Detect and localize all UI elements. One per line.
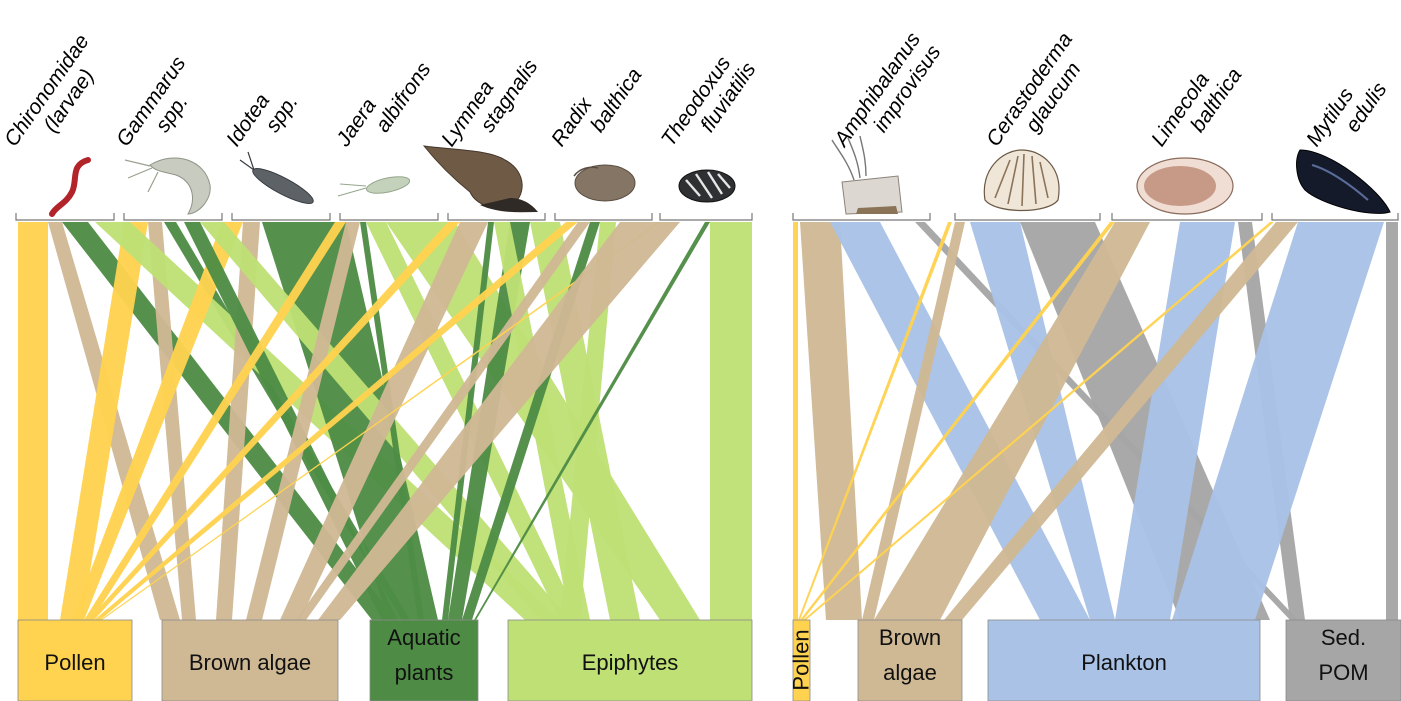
idotea-antennae (240, 152, 254, 170)
idotea-icon (240, 152, 317, 209)
consumer-bracket (555, 213, 652, 220)
gammarus-body (150, 158, 210, 214)
jaera-antennae (338, 184, 366, 196)
theodoxus-snail-icon (679, 170, 735, 202)
flow-band-sed_pom (1386, 222, 1398, 620)
chironomid-larva-icon (52, 160, 88, 214)
lymnea-snail-icon (424, 146, 538, 212)
consumer-label-line2: spp. (261, 91, 303, 137)
source-label: Epiphytes (582, 650, 679, 675)
consumer-label-line2: balthica (586, 64, 646, 136)
barnacle-icon (832, 136, 902, 214)
jaera-body (365, 174, 411, 197)
flow-band-pollen (18, 222, 48, 620)
source-label: Sed. (1321, 625, 1366, 650)
idotea-body (249, 163, 317, 209)
flow-band-brown_algae (800, 222, 862, 620)
source-label: plants (395, 660, 454, 685)
consumer-bracket (793, 213, 930, 220)
source-label: Pollen (789, 629, 814, 690)
source-label: Plankton (1081, 650, 1167, 675)
consumer-bracket (448, 213, 545, 220)
source-label: Brown algae (189, 650, 311, 675)
source-label: Aquatic (387, 625, 460, 650)
consumer-bracket (124, 213, 222, 220)
mussel-icon (1297, 150, 1390, 213)
source-label: Pollen (44, 650, 105, 675)
larva-body (52, 160, 88, 214)
flow-band-epiphytes (710, 222, 752, 620)
flow-band-pollen (793, 222, 798, 620)
radix-shell (575, 165, 635, 201)
consumer-bracket (232, 213, 330, 220)
clam-icon (1137, 158, 1233, 214)
consumer-label-line2: albifrons (371, 58, 436, 137)
consumer-icons (52, 136, 1390, 214)
clam-inner (1144, 166, 1216, 206)
cockle-icon (984, 150, 1059, 211)
consumer-bracket (660, 213, 752, 220)
consumer-bracket (340, 213, 438, 220)
gammarus-icon (125, 158, 210, 214)
consumer-bracket (955, 213, 1100, 220)
consumer-bracket (16, 213, 114, 220)
consumer-label: Chironomidae(larvae) (0, 30, 113, 164)
source-label: POM (1318, 660, 1368, 685)
theodoxus-shell (679, 170, 735, 202)
source-label: Brown (879, 625, 941, 650)
radix-snail-icon (574, 165, 635, 201)
flow-bands (18, 222, 1398, 620)
jaera-icon (338, 174, 411, 197)
source-label: algae (883, 660, 937, 685)
consumer-labels: Chironomidae(larvae)Gammarusspp.Idoteasp… (0, 27, 1392, 166)
